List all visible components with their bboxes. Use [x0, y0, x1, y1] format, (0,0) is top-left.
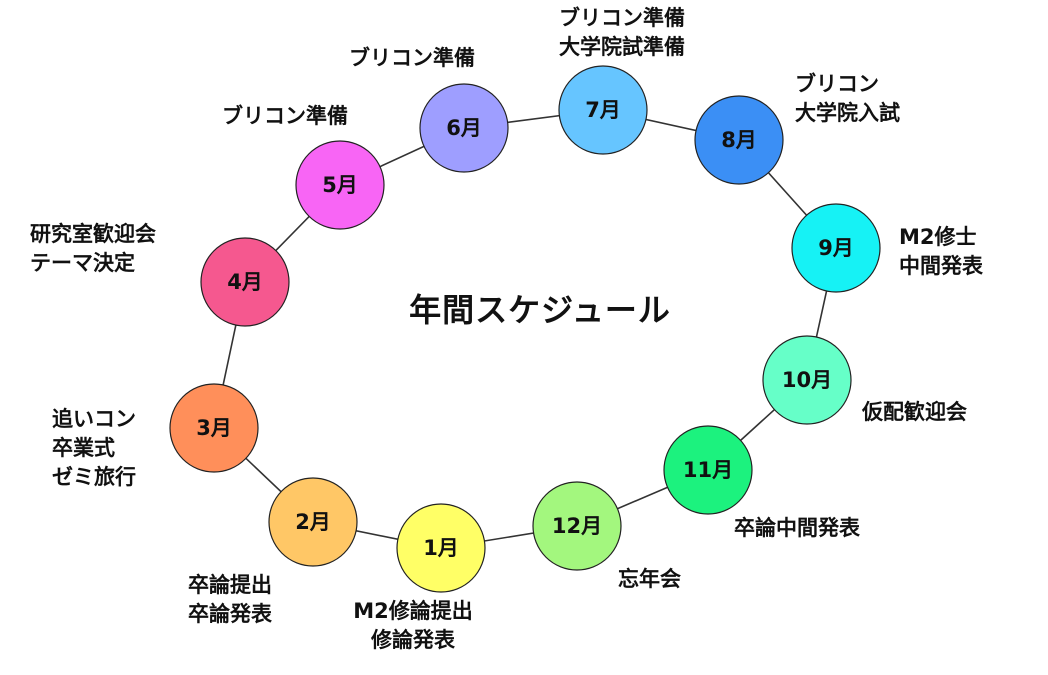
month-circle-sep — [791, 203, 881, 293]
event-label-aug: ブリコン 大学院入試 — [795, 72, 900, 125]
month-label-jan: 1月 — [423, 536, 459, 560]
month-node-jun: 6月 — [419, 83, 509, 173]
month-circle-nov — [663, 425, 753, 515]
month-node-mar: 3月 — [169, 383, 259, 473]
month-label-jul: 7月 — [585, 98, 621, 122]
event-label-nov: 卒論中間発表 — [734, 516, 860, 540]
event-label-apr: 研究室歓迎会 テーマ決定 — [30, 222, 156, 275]
month-node-nov: 11月 — [663, 425, 753, 515]
month-node-sep: 9月 — [791, 203, 881, 293]
month-label-dec: 12月 — [552, 514, 602, 538]
month-circle-jan — [396, 503, 486, 593]
month-circle-jul — [558, 65, 648, 155]
month-node-may: 5月 — [295, 140, 385, 230]
month-circle-apr — [200, 237, 290, 327]
event-label-jul: ブリコン準備 大学院試準備 — [559, 6, 685, 59]
month-node-jul: 7月 — [558, 65, 648, 155]
month-node-feb: 2月 — [268, 477, 358, 567]
event-label-dec: 忘年会 — [618, 567, 681, 591]
month-label-nov: 11月 — [683, 458, 733, 482]
month-circle-dec — [532, 481, 622, 571]
month-node-oct: 10月 — [762, 335, 852, 425]
event-label-jan: M2修論提出 修論発表 — [353, 599, 473, 652]
month-circle-mar — [169, 383, 259, 473]
event-label-sep: M2修士 中間発表 — [899, 225, 983, 278]
month-circle-feb — [268, 477, 358, 567]
event-label-feb: 卒論提出 卒論発表 — [188, 573, 272, 626]
month-label-aug: 8月 — [721, 128, 757, 152]
month-node-aug: 8月 — [694, 95, 784, 185]
month-circle-aug — [694, 95, 784, 185]
event-label-oct: 仮配歓迎会 — [862, 400, 967, 424]
event-label-mar: 追いコン 卒業式 ゼミ旅行 — [52, 407, 136, 489]
month-label-jun: 6月 — [446, 116, 482, 140]
month-label-mar: 3月 — [196, 416, 232, 440]
month-label-may: 5月 — [322, 173, 358, 197]
month-label-oct: 10月 — [782, 368, 832, 392]
month-circle-jun — [419, 83, 509, 173]
diagram-title: 年間スケジュール — [409, 291, 671, 329]
month-node-apr: 4月 — [200, 237, 290, 327]
month-label-apr: 4月 — [227, 270, 263, 294]
month-node-dec: 12月 — [532, 481, 622, 571]
month-label-sep: 9月 — [818, 236, 854, 260]
month-circle-oct — [762, 335, 852, 425]
month-label-feb: 2月 — [295, 510, 331, 534]
month-node-jan: 1月 — [396, 503, 486, 593]
event-label-may: ブリコン準備 — [222, 104, 348, 128]
month-circle-may — [295, 140, 385, 230]
event-label-jun: ブリコン準備 — [349, 46, 475, 70]
